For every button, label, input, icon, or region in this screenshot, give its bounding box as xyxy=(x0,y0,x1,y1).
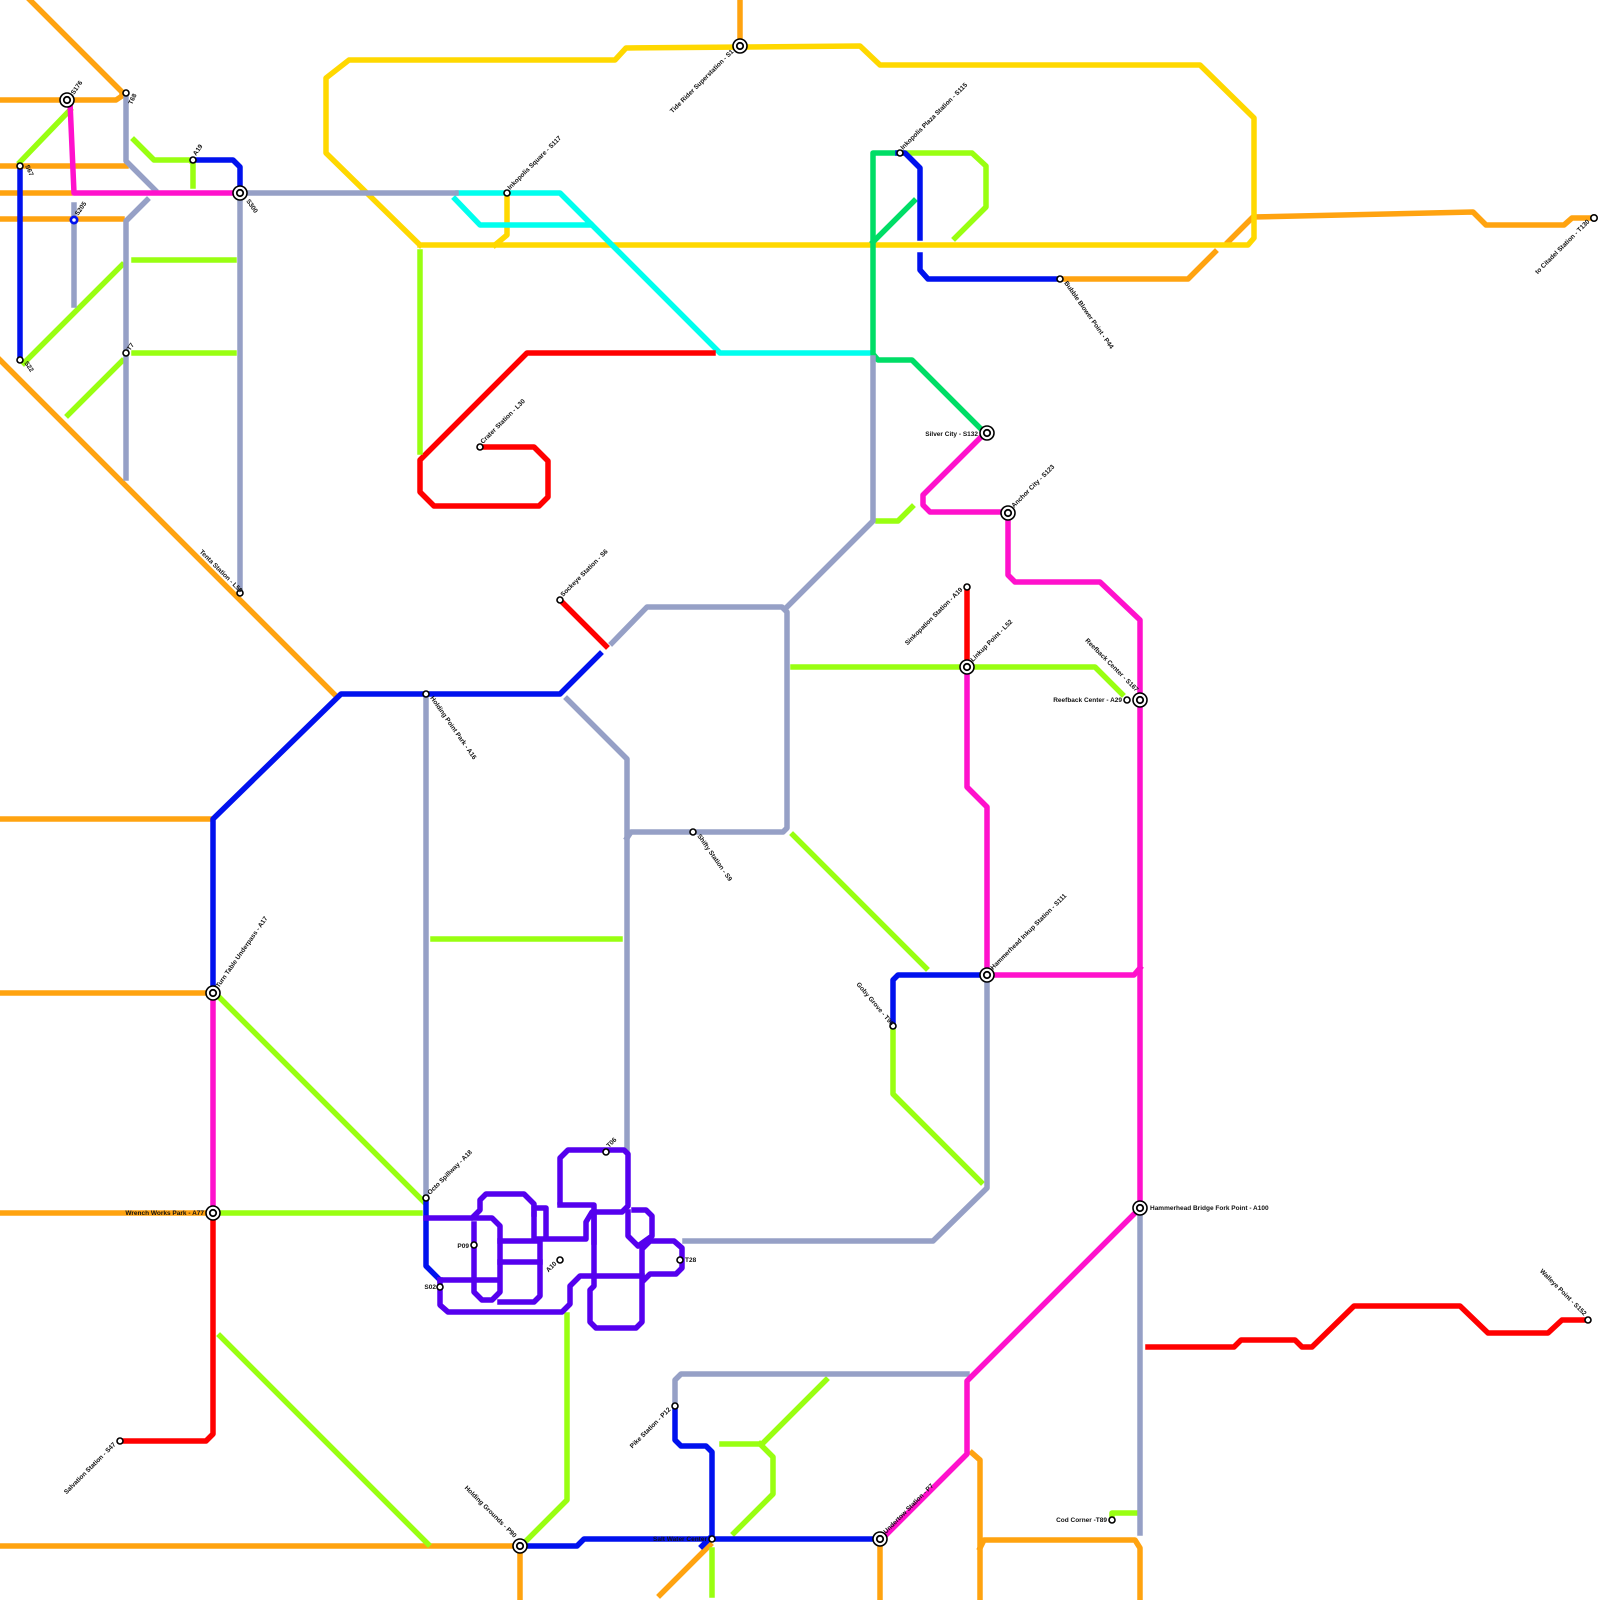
svg-text:Shifty Station - S9: Shifty Station - S9 xyxy=(695,833,733,883)
svg-text:Silver City - S132: Silver City - S132 xyxy=(925,431,978,438)
svg-text:A19: A19 xyxy=(192,143,205,157)
svg-text:Undertow Station - P7: Undertow Station - P7 xyxy=(882,1482,935,1535)
slate-line xyxy=(74,93,1140,1533)
svg-text:P09: P09 xyxy=(457,1243,469,1250)
svg-text:Reefback Center - A29: Reefback Center - A29 xyxy=(1053,697,1122,704)
svg-text:Walleye Point - S152: Walleye Point - S152 xyxy=(1538,1268,1588,1318)
svg-text:Inkopolis Square - S117: Inkopolis Square - S117 xyxy=(506,135,563,192)
svg-text:Octo Spillway - A18: Octo Spillway - A18 xyxy=(426,1149,474,1197)
station-cod-corner[interactable]: Cod Corner -T89 xyxy=(1056,1517,1115,1524)
svg-text:Hammerhead Inkup Station - S11: Hammerhead Inkup Station - S111 xyxy=(989,892,1068,971)
svg-text:Hammerhead Bridge Fork Point -: Hammerhead Bridge Fork Point - A100 xyxy=(1150,1205,1269,1212)
svg-text:S02: S02 xyxy=(424,1284,436,1291)
station-tide-rider[interactable]: Tide Rider Superstation - S1 xyxy=(669,39,747,115)
svg-text:Cod Corner -T89: Cod Corner -T89 xyxy=(1056,1517,1107,1524)
station-sockeye[interactable]: Sockeye Station - S6 xyxy=(557,548,610,603)
station-s176[interactable]: S176 xyxy=(60,79,85,107)
station-a10[interactable]: A10 xyxy=(545,1257,563,1274)
svg-text:A10: A10 xyxy=(545,1260,559,1274)
station-reefback-a[interactable]: Reefback Center - A29 xyxy=(1053,697,1130,704)
stations: T68 S67 A19 T7 S22 Inkopolis Square - S1… xyxy=(17,39,1597,1553)
station-salt-water[interactable]: Salt Water Center xyxy=(653,1536,715,1543)
yellow-line xyxy=(326,46,1254,245)
station-undertow[interactable]: Undertow Station - P7 xyxy=(873,1482,935,1546)
magenta-line xyxy=(70,102,1140,1539)
svg-text:S300: S300 xyxy=(244,198,259,215)
station-holding-point[interactable]: Holding Point Park - A16 xyxy=(423,691,478,761)
station-sinkopation[interactable]: Sinkopation Station - A19 xyxy=(904,584,970,647)
station-pike[interactable]: Pike Station - P12 xyxy=(629,1403,678,1450)
svg-text:Salt Water Center: Salt Water Center xyxy=(653,1536,707,1543)
svg-text:Tenta Station - L59: Tenta Station - L59 xyxy=(198,549,244,595)
svg-text:Anchor City - S123: Anchor City - S123 xyxy=(1010,463,1056,509)
station-silver-city[interactable]: Silver City - S132 xyxy=(925,426,994,440)
station-wrench-works[interactable]: Wrench Works Park - A77 xyxy=(125,1206,220,1220)
svg-text:Bubble Blower Point - P44: Bubble Blower Point - P44 xyxy=(1062,280,1114,351)
station-inkopolis-plaza[interactable]: Inkopolis Plaza Station - S115 xyxy=(897,82,969,156)
svg-text:S176: S176 xyxy=(70,79,85,96)
station-tenta[interactable]: Tenta Station - L59 xyxy=(198,549,244,596)
station-s02[interactable]: S02 xyxy=(424,1284,443,1291)
station-hammerhead-inkup[interactable]: Hammerhead Inkup Station - S111 xyxy=(980,892,1069,982)
svg-text:Wrench Works Park - A77: Wrench Works Park - A77 xyxy=(125,1210,204,1217)
svg-text:Sinkopation Station - A19: Sinkopation Station - A19 xyxy=(904,586,965,647)
violet-loop xyxy=(426,1150,682,1328)
station-walleye[interactable]: Walleye Point - S152 xyxy=(1538,1268,1591,1323)
svg-text:Salvation Station - S47: Salvation Station - S47 xyxy=(63,1441,118,1496)
station-octo-spillway[interactable]: Octo Spillway - A18 xyxy=(423,1149,474,1201)
green-line xyxy=(873,153,985,433)
svg-text:Crater Station - L30: Crater Station - L30 xyxy=(479,398,527,446)
station-shifty[interactable]: Shifty Station - S9 xyxy=(690,829,733,883)
svg-text:Sockeye Station - S6: Sockeye Station - S6 xyxy=(559,548,609,598)
station-anchor-city[interactable]: Anchor City - S123 xyxy=(1001,463,1057,520)
svg-text:Linkup Point - L52: Linkup Point - L52 xyxy=(969,618,1014,663)
station-t28[interactable]: T28 xyxy=(677,1257,697,1264)
svg-text:Inkopolis Plaza Station - S115: Inkopolis Plaza Station - S115 xyxy=(899,82,969,152)
station-goby-grove[interactable]: Goby Grove - T96 xyxy=(855,981,896,1029)
station-holding-grounds[interactable]: Holding Grounds - P90 xyxy=(463,1485,527,1553)
station-crater[interactable]: Crater Station - L30 xyxy=(477,398,527,450)
station-hammerhead-bridge[interactable]: Hammerhead Bridge Fork Point - A100 xyxy=(1133,1201,1269,1215)
station-inkopolis-square[interactable]: Inkopolis Square - S117 xyxy=(504,135,563,196)
cyan-line xyxy=(455,193,868,353)
svg-text:Pike Station - P12: Pike Station - P12 xyxy=(629,1406,673,1450)
station-bubble-blower[interactable]: Bubble Blower Point - P44 xyxy=(1057,276,1115,351)
station-salvation[interactable]: Salvation Station - S47 xyxy=(63,1438,123,1496)
svg-text:Holding Point Park - A16: Holding Point Park - A16 xyxy=(428,695,477,761)
svg-text:Holding Grounds - P90: Holding Grounds - P90 xyxy=(463,1485,518,1540)
svg-text:S22: S22 xyxy=(22,360,35,374)
svg-text:Goby Grove - T96: Goby Grove - T96 xyxy=(855,981,895,1027)
svg-text:Tide Rider Superstation - S1: Tide Rider Superstation - S1 xyxy=(669,48,736,115)
svg-text:T28: T28 xyxy=(685,1257,697,1264)
svg-text:Turn Table Underpass - A17: Turn Table Underpass - A17 xyxy=(215,915,270,989)
